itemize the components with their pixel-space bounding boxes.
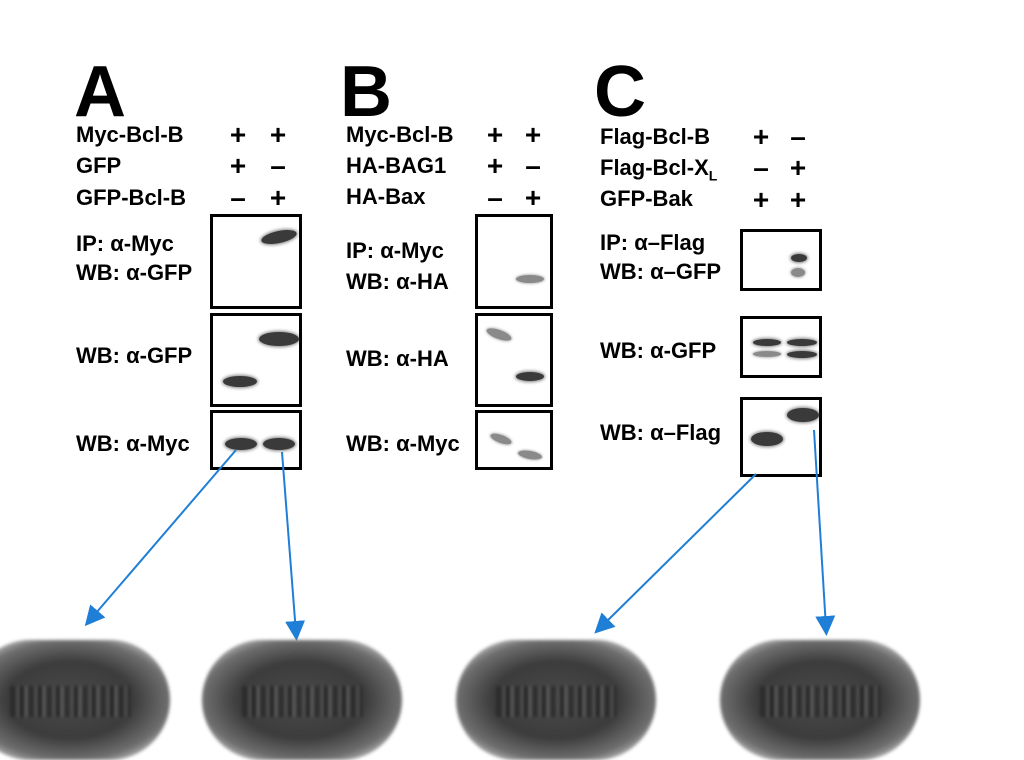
arrow-a-lane1	[90, 450, 236, 620]
arrow-c-lane1	[600, 474, 756, 628]
zoom-band-c-lane2-texture	[760, 686, 880, 717]
zoom-band-a-lane1	[0, 640, 170, 760]
zoom-band-a-lane2-texture	[242, 686, 362, 717]
zoom-band-c-lane2	[720, 640, 920, 760]
zoom-band-a-lane2	[202, 640, 402, 760]
zoom-band-c-lane1-texture	[496, 686, 616, 717]
zoom-band-a-lane1-texture	[10, 686, 130, 717]
arrow-a-lane2	[282, 452, 296, 633]
zoom-band-c-lane1	[456, 640, 656, 760]
arrow-c-lane2	[814, 430, 826, 628]
